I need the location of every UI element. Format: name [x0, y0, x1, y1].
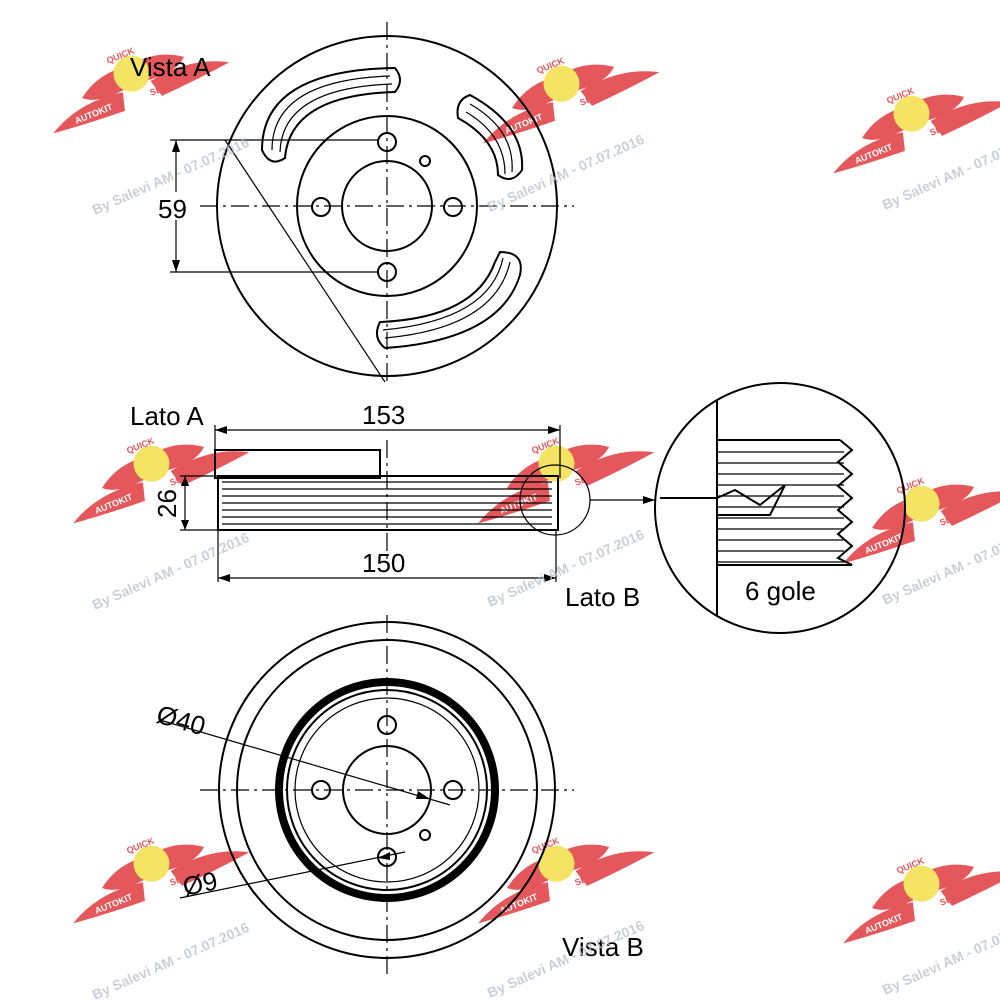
dim-hole-diameter: Ø9	[180, 865, 220, 902]
vista-a-bolt-hole	[443, 197, 463, 217]
wing-left	[53, 92, 125, 134]
dim-bore-leader	[159, 719, 451, 806]
dim-arrow	[215, 426, 227, 434]
wing-left	[73, 482, 145, 524]
side-pulley-body	[217, 475, 559, 531]
dim-arrow	[548, 426, 560, 434]
sun-icon	[133, 445, 170, 482]
vista-a-bolt-hole	[311, 197, 331, 217]
vista-b-small-hole	[419, 829, 431, 841]
sun-icon	[538, 845, 575, 882]
lato-a-label: Lato A	[130, 401, 204, 431]
vista-a-section-line	[224, 139, 386, 383]
dim-height: 26	[152, 489, 182, 518]
wing-right	[575, 451, 655, 486]
dim-arrow	[181, 520, 189, 530]
wing-right	[150, 61, 230, 96]
dim-arrow	[172, 260, 180, 272]
wing-left	[833, 132, 905, 174]
sun-icon	[133, 845, 170, 882]
wing-right	[930, 101, 1000, 136]
wing-right	[575, 851, 655, 886]
dim-arrow	[544, 574, 556, 582]
dim-arrow	[218, 574, 230, 582]
dim-arrow	[181, 476, 189, 486]
wing-left	[483, 102, 555, 144]
watermark-text: By Salevi AM - 07.07.2016	[90, 919, 252, 1000]
detail-groove-profile	[836, 439, 854, 566]
dim-arrow	[416, 791, 430, 799]
dim-arrow	[378, 852, 390, 860]
dim-outer-width: 153	[362, 400, 405, 430]
dim-bolt-spacing: 59	[158, 194, 187, 224]
grooves-label: 6 gole	[745, 576, 816, 606]
wing-left	[843, 522, 915, 564]
detail-circle	[654, 382, 906, 634]
sun-icon	[543, 65, 580, 102]
wing-right	[170, 851, 250, 886]
wing-left	[478, 882, 550, 924]
wing-left	[843, 902, 915, 944]
groove-detail: 6 gole	[654, 382, 906, 634]
sun-icon	[893, 95, 930, 132]
wing-right	[580, 71, 660, 106]
vista-a-small-hole	[419, 155, 431, 167]
sun-icon	[903, 865, 940, 902]
detail-groove-lines	[717, 451, 844, 563]
wing-left	[73, 882, 145, 924]
side-hub-block	[214, 449, 381, 479]
dim-bore-diameter: Ø40	[153, 699, 209, 741]
watermark-text: By Salevi AM - 07.07.2016	[90, 529, 252, 613]
dim-arrow	[643, 496, 655, 504]
dim-arrow	[172, 140, 180, 152]
vista-a-slot-bottom	[375, 250, 522, 350]
wing-right	[170, 451, 250, 486]
vista-a-slot-top	[260, 66, 401, 163]
watermark-text: By Salevi AM - 07.07.2016	[485, 131, 647, 215]
dim-inner-width: 150	[362, 548, 405, 578]
dim-hole-leader	[179, 851, 406, 899]
sun-icon	[903, 485, 940, 522]
sun-icon	[113, 55, 150, 92]
sun-icon	[538, 445, 575, 482]
vista-b-view: Ø40 Ø9 Vista B	[153, 615, 644, 975]
vista-b-label: Vista B	[562, 932, 644, 962]
lato-b-label: Lato B	[565, 582, 640, 612]
vista-a-label: Vista A	[130, 52, 211, 82]
side-view: Lato A 153 26 150 Lato B	[130, 400, 655, 612]
vista-a-slot-right	[456, 93, 524, 180]
vista-a-view: 59 Vista A	[130, 22, 574, 385]
detail-section-cut	[660, 484, 786, 516]
